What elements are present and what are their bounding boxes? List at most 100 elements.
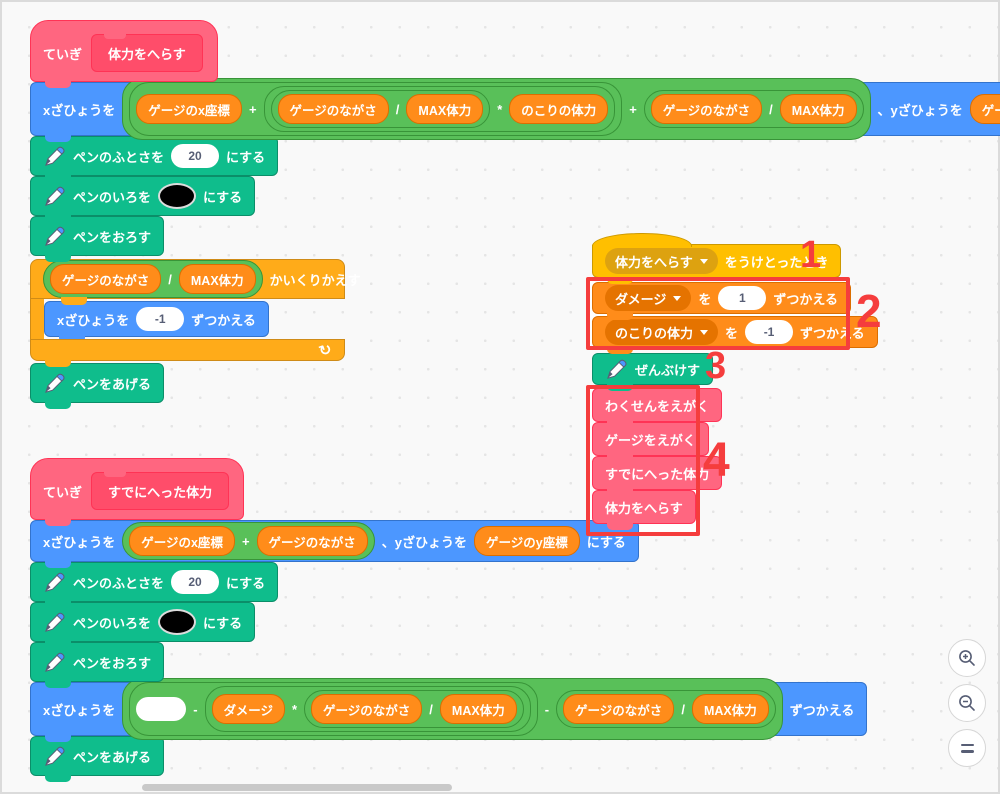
goto-y-label: 、yざひょうを [381, 534, 468, 550]
variable-max-hp[interactable]: MAX体力 [406, 94, 484, 124]
pen-size-input[interactable]: 20 [171, 144, 220, 168]
variable-max-hp[interactable]: MAX体力 [691, 694, 769, 724]
receive-suffix-label: をうけとったとき [724, 254, 829, 270]
operator-divide-2[interactable]: ゲージのながさ / MAX体力 [556, 690, 776, 728]
operator-divide[interactable]: ゲージのながさ / MAX体力 [43, 260, 263, 298]
minus-operator: - [544, 701, 550, 717]
custom-call-draw-gauge-block[interactable]: ゲージをえがく [592, 422, 709, 462]
variable-dropdown[interactable]: ダメージ [605, 285, 692, 311]
goto-x-label: xざひょうを [43, 534, 116, 550]
plus-operator: + [248, 101, 257, 117]
operator-subtract-inner[interactable]: - ダメージ * ゲージのながさ / MAX体力 [129, 682, 538, 736]
variable-gauge-length[interactable]: ゲージのながさ [650, 94, 763, 124]
repeat-block[interactable]: ゲージのながさ / MAX体力 かいくりかえす xざひょうを -1 ずつかえる … [30, 259, 361, 367]
pen-set-size-block[interactable]: ペンのふとさを 20 にする [30, 562, 279, 608]
variable-remaining-hp[interactable]: のこりの体力 [509, 94, 609, 124]
pen-color-suffix: にする [203, 189, 243, 205]
goto-xy-block[interactable]: xざひょうを ゲージのx座標 + ゲージのながさ 、yざひょうを ゲージのy座標… [30, 520, 639, 568]
repeat-block-header[interactable]: ゲージのながさ / MAX体力 かいくりかえす [30, 259, 361, 305]
annotation-number-2: 2 [856, 285, 882, 337]
define-hat-block[interactable]: ていぎ すでにへった体力 [30, 458, 245, 526]
operator-add-outer[interactable]: ゲージのx座標 + ゲージのながさ / MAX体力 * のこりの体力 + ゲージ [122, 78, 871, 140]
pen-color-label: ペンのいろを [73, 615, 152, 631]
variable-gauge-length[interactable]: ゲージのながさ [256, 526, 368, 556]
define-hat-block[interactable]: ていぎ 体力をへらす [30, 20, 218, 88]
zoom-out-button[interactable] [948, 684, 986, 722]
change-x-suffix: ずつかえる [191, 312, 256, 328]
variable-name: ダメージ [615, 291, 667, 307]
pen-up-block[interactable]: ペンをあげる [30, 363, 165, 409]
change-x-by-expression-block[interactable]: xざひょうを - ダメージ * ゲージのながさ / MAX体力 [30, 678, 868, 742]
pen-set-color-block[interactable]: ペンのいろを にする [30, 602, 256, 648]
when-receive-hat-block[interactable]: 体力をへらす をうけとったとき [592, 233, 842, 284]
variable-gauge-length[interactable]: ゲージのながさ [311, 694, 423, 724]
pen-down-block[interactable]: ペンをおろす [30, 216, 165, 262]
pen-set-color-block[interactable]: ペンのいろを にする [30, 176, 256, 222]
empty-number-input[interactable] [136, 697, 187, 721]
pen-icon [45, 146, 65, 166]
pen-set-size-block[interactable]: ペンのふとさを 20 にする [30, 136, 279, 182]
variable-gauge-x[interactable]: ゲージのx座標 [129, 526, 235, 556]
pen-color-suffix: にする [203, 615, 243, 631]
change-variable-remaining-hp-block[interactable]: のこりの体力 を -1 ずつかえる [592, 316, 878, 354]
goto-xy-block[interactable]: xざひょうを ゲージのx座標 + ゲージのながさ / MAX体力 * のこりの体… [30, 78, 1000, 142]
variable-gauge-length[interactable]: ゲージのながさ [563, 694, 675, 724]
operator-multiply[interactable]: ゲージのながさ / MAX体力 * のこりの体力 [263, 86, 616, 132]
variable-max-hp[interactable]: MAX体力 [779, 94, 857, 124]
pen-size-suffix: にする [226, 575, 266, 591]
pen-erase-all-block[interactable]: ぜんぶけす [592, 353, 714, 391]
broadcast-dropdown[interactable]: 体力をへらす [605, 248, 718, 274]
variable-gauge-length[interactable]: ゲージのながさ [50, 264, 162, 294]
divide-operator: / [168, 271, 172, 287]
dropdown-arrow-icon [699, 258, 708, 264]
times-operator: * [291, 701, 298, 717]
operator-divide-1[interactable]: ゲージのながさ / MAX体力 [304, 690, 524, 728]
pen-down-block[interactable]: ペンをおろす [30, 642, 165, 688]
pen-icon [45, 746, 65, 766]
pen-size-input[interactable]: 20 [171, 570, 220, 594]
operator-add[interactable]: ゲージのx座標 + ゲージのながさ [122, 522, 375, 560]
change-variable-damage-block[interactable]: ダメージ を 1 ずつかえる [592, 282, 851, 320]
operator-multiply[interactable]: ダメージ * ゲージのながさ / MAX体力 [204, 686, 531, 732]
operator-divide-2[interactable]: ゲージのながさ / MAX体力 [643, 90, 864, 128]
pen-color-swatch[interactable] [158, 609, 197, 635]
zoom-reset-button[interactable] [948, 729, 986, 767]
variable-dropdown[interactable]: のこりの体力 [605, 319, 719, 345]
variable-gauge-x[interactable]: ゲージのx座標 [136, 94, 242, 124]
operator-add-inner[interactable]: ゲージのx座標 + ゲージのながさ / MAX体力 * のこりの体力 [129, 82, 623, 136]
pen-color-swatch[interactable] [158, 183, 197, 209]
custom-call-draw-frame-block[interactable]: わくせんをえがく [592, 388, 723, 428]
equals-icon [960, 743, 974, 753]
variable-damage[interactable]: ダメージ [211, 694, 285, 724]
divide-operator: / [681, 701, 685, 717]
magnifier-minus-icon [959, 695, 975, 711]
loop-arrow-icon: ↻ [317, 340, 335, 361]
particle-label: を [725, 325, 739, 341]
change-x-input[interactable]: -1 [136, 307, 185, 331]
pen-up-block[interactable]: ペンをあげる [30, 736, 165, 782]
variable-max-hp[interactable]: MAX体力 [178, 264, 256, 294]
variable-max-hp[interactable]: MAX体力 [439, 694, 517, 724]
custom-call-label: わくせんをえがく [605, 398, 710, 414]
custom-block-prototype[interactable]: すでにへった体力 [91, 472, 230, 510]
script-stack-define-reduce-hp: ていぎ 体力をへらす xざひょうを ゲージのx座標 + ゲージのながさ / MA… [30, 20, 1000, 409]
erase-all-label: ぜんぶけす [635, 362, 701, 378]
variable-gauge-y[interactable]: ゲージのy座標 [474, 526, 580, 556]
change-amount-input[interactable]: -1 [745, 320, 794, 344]
change-x-block[interactable]: xざひょうを -1 ずつかえる [44, 301, 269, 343]
horizontal-scrollbar[interactable] [142, 784, 452, 791]
broadcast-name: 体力をへらす [615, 254, 693, 270]
custom-block-prototype[interactable]: 体力をへらす [91, 34, 203, 72]
plus-operator: + [629, 101, 637, 117]
script-stack-when-receive: 体力をへらす をうけとったとき ダメージ を 1 ずつかえる のこりの体力 を … [592, 232, 878, 530]
operator-divide-1[interactable]: ゲージのながさ / MAX体力 [270, 90, 491, 128]
zoom-in-button[interactable] [948, 639, 986, 677]
pen-size-label: ペンのふとさを [73, 149, 165, 165]
repeat-block-footer[interactable]: ↻ [30, 339, 345, 367]
variable-gauge-y[interactable]: ゲージのy座標 [969, 94, 1000, 124]
operator-subtract-outer[interactable]: - ダメージ * ゲージのながさ / MAX体力 - ゲージのながさ / [122, 678, 783, 740]
change-amount-input[interactable]: 1 [718, 286, 767, 310]
pen-size-label: ペンのふとさを [73, 575, 165, 591]
variable-gauge-length[interactable]: ゲージのながさ [277, 94, 389, 124]
